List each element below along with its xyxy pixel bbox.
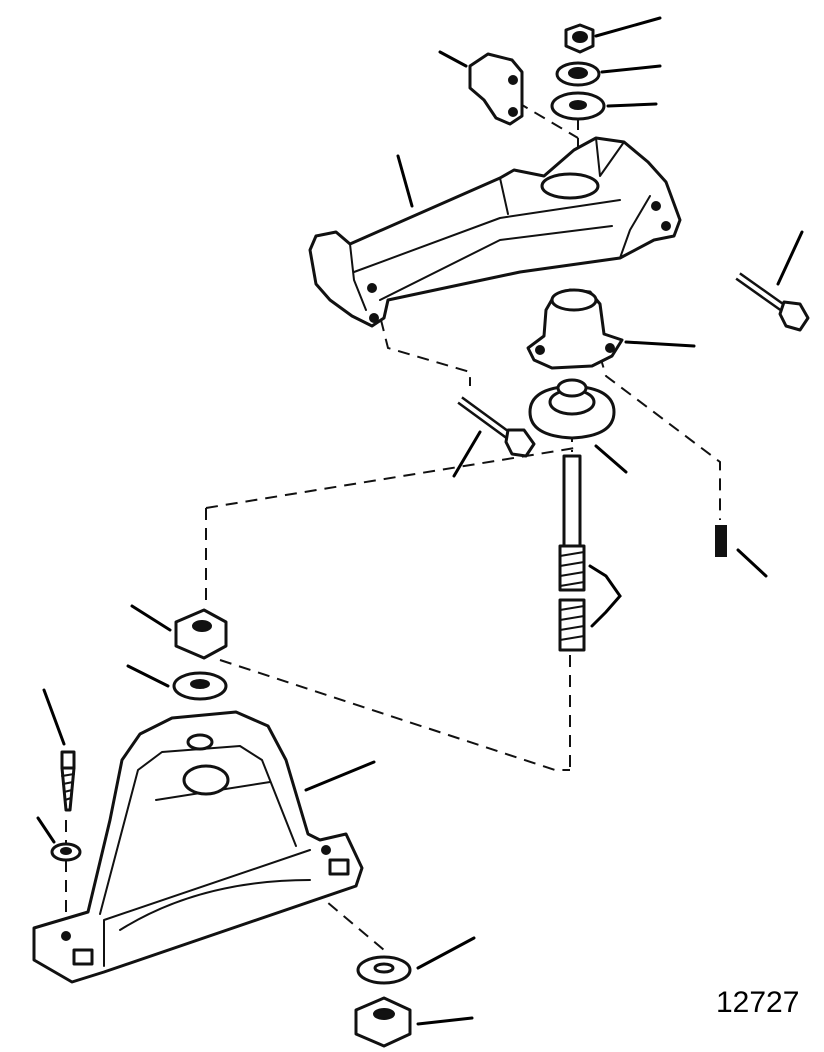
threaded-stud [558,454,622,652]
isolator-base [528,378,628,474]
right-bolt [735,230,810,332]
lower-left-washer [36,816,82,862]
top-washer-upper [555,61,662,87]
lower-hex-nut [130,604,228,660]
figure-reference-number: 12727 [716,986,800,1019]
clamp-bracket [438,50,524,126]
small-screw-right [715,525,768,578]
rubber-isolator [526,288,696,370]
bottom-hex-nut [354,996,474,1048]
lower-washer [126,664,228,701]
top-washer-lower [550,91,658,121]
upper-mount-bracket [308,136,682,328]
lower-mount-bracket [32,710,376,984]
bottom-washer [356,936,476,985]
top-nut [564,16,662,54]
left-bolt [452,396,536,478]
lower-left-screw [42,688,76,812]
